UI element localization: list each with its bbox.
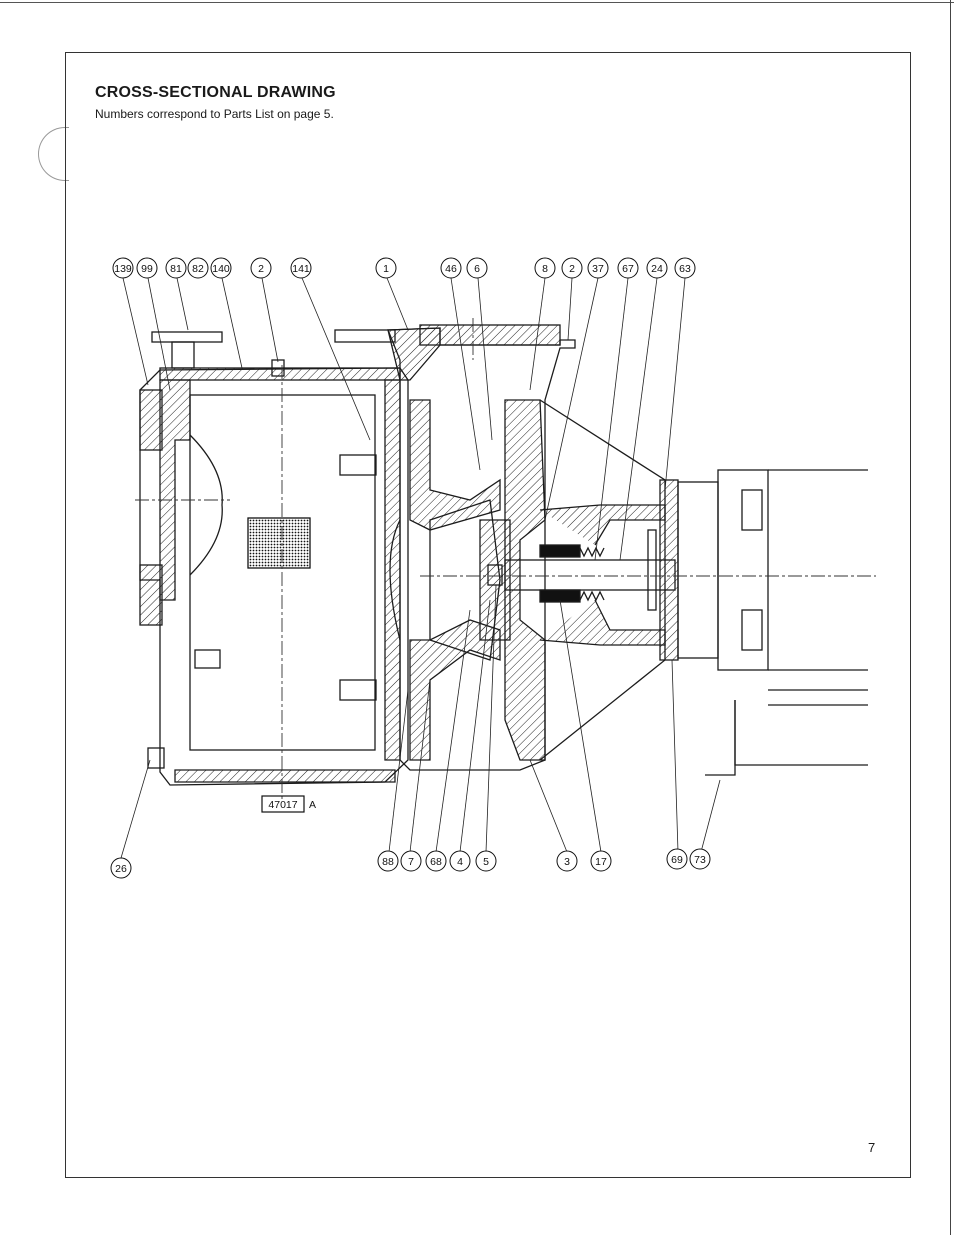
callout-139: 139: [113, 258, 133, 278]
svg-text:73: 73: [694, 854, 706, 866]
discharge-flange-top: [335, 330, 395, 342]
motor-adapter-cone: [540, 400, 665, 760]
motor-body-lines: [735, 470, 868, 765]
svg-text:6: 6: [474, 263, 480, 275]
svg-text:37: 37: [592, 263, 604, 275]
callout-67: 67: [618, 258, 638, 278]
callout-26: 26: [111, 858, 131, 878]
svg-text:26: 26: [115, 863, 127, 875]
drawing-ref-suffix: A: [309, 799, 316, 811]
callout-row-top: 139 99 81 82 140 2 141 1 46 6 8 2 37 67 …: [113, 258, 695, 278]
svg-text:2: 2: [569, 263, 575, 275]
seal-spring-lower: [580, 592, 604, 600]
callout-1: 1: [376, 258, 396, 278]
svg-text:82: 82: [192, 263, 204, 275]
drain-plug: [148, 748, 164, 768]
svg-text:63: 63: [679, 263, 691, 275]
callout-63: 63: [675, 258, 695, 278]
page-number: 7: [868, 1140, 875, 1155]
callout-7: 7: [401, 851, 421, 871]
seal-spring-upper: [580, 548, 604, 556]
motor-end-bell: [718, 470, 768, 670]
callout-141: 141: [291, 258, 311, 278]
svg-text:1: 1: [383, 263, 389, 275]
svg-text:81: 81: [170, 263, 182, 275]
svg-text:141: 141: [292, 263, 310, 275]
drawing-ref-number: 47017: [268, 799, 297, 811]
callout-2: 2: [251, 258, 271, 278]
callout-24: 24: [647, 258, 667, 278]
cover-handle-post: [172, 342, 194, 368]
housing-bottom-wall: [175, 770, 395, 782]
callout-46: 46: [441, 258, 461, 278]
callout-82: 82: [188, 258, 208, 278]
callout-6: 6: [467, 258, 487, 278]
callout-73: 73: [690, 849, 710, 869]
callout-4: 4: [450, 851, 470, 871]
adapter-upper-hub: [540, 505, 665, 545]
basket-mesh: [248, 518, 310, 568]
strainer-basket: [190, 395, 375, 750]
motor-foot: [705, 700, 735, 775]
svg-text:3: 3: [564, 856, 570, 868]
svg-text:2: 2: [258, 263, 264, 275]
svg-text:5: 5: [483, 856, 489, 868]
housing-wall-right: [385, 380, 400, 760]
svg-text:88: 88: [382, 856, 394, 868]
callout-99: 99: [137, 258, 157, 278]
strainer-cover-plate: [160, 368, 400, 380]
motor-flange-ring: [660, 480, 678, 660]
inlet-curve: [190, 435, 222, 575]
cover-handle-bar: [152, 332, 222, 342]
callout-81: 81: [166, 258, 186, 278]
callout-5: 5: [476, 851, 496, 871]
svg-text:140: 140: [212, 263, 230, 275]
housing-wall-left: [160, 380, 190, 600]
callout-140: 140: [211, 258, 231, 278]
callout-17: 17: [591, 851, 611, 871]
svg-text:7: 7: [408, 856, 414, 868]
motor-bolt-boss-lower: [742, 610, 762, 650]
callout-row-bottom: 26 88 7 68 4 5 3 17 69 73: [111, 849, 710, 878]
svg-text:4: 4: [457, 856, 463, 868]
motor-bolt-boss-upper: [742, 490, 762, 530]
motor-shaft: [505, 560, 675, 590]
svg-text:8: 8: [542, 263, 548, 275]
basket-tab-lower: [340, 680, 376, 700]
adapter-lower-hub: [540, 600, 665, 645]
svg-text:69: 69: [671, 854, 683, 866]
slinger: [648, 530, 656, 610]
svg-text:17: 17: [595, 856, 607, 868]
svg-text:67: 67: [622, 263, 634, 275]
callout-68: 68: [426, 851, 446, 871]
callout-8: 8: [535, 258, 555, 278]
svg-text:24: 24: [651, 263, 663, 275]
callout-37: 37: [588, 258, 608, 278]
volute-upper-wall: [410, 400, 500, 530]
inlet-flange-upper: [140, 390, 162, 450]
inlet-flange-lower: [140, 565, 162, 625]
svg-text:46: 46: [445, 263, 457, 275]
svg-text:139: 139: [114, 263, 132, 275]
svg-text:99: 99: [141, 263, 153, 275]
svg-text:68: 68: [430, 856, 442, 868]
basket-tab-left: [195, 650, 220, 668]
callout-2b: 2: [562, 258, 582, 278]
callout-88: 88: [378, 851, 398, 871]
mechanical-seal-upper: [540, 545, 580, 557]
callout-3: 3: [557, 851, 577, 871]
basket-tab-upper: [340, 455, 376, 475]
motor-face: [678, 482, 718, 658]
seal-plate: [505, 400, 545, 760]
discharge-flange-hatched: [420, 325, 560, 345]
callout-69: 69: [667, 849, 687, 869]
